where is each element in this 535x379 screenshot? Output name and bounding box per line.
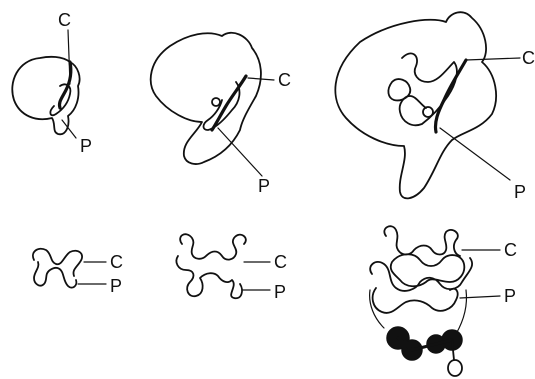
panel-bottom-small: C P [33, 249, 123, 296]
panel-bottom-large: C P [370, 226, 517, 376]
label-p: P [258, 176, 270, 196]
leader-c [466, 58, 520, 60]
chain-c-lower [370, 258, 472, 291]
leader-p [218, 128, 262, 176]
chain-c [212, 76, 246, 130]
panel-top-small: C P [12, 10, 92, 156]
chain-p-ring [391, 254, 465, 286]
chain-c [33, 249, 82, 276]
label-p: P [504, 286, 516, 306]
panel-top-medium: C P [151, 33, 291, 196]
label-c: C [504, 240, 517, 260]
residue-knot [212, 98, 220, 106]
chain-c [435, 60, 466, 132]
label-c: C [278, 70, 291, 90]
surface-outline [335, 12, 496, 198]
label-p: P [274, 282, 286, 302]
chain-p [176, 256, 242, 298]
chain-p [204, 82, 240, 130]
surface-outline [151, 33, 261, 164]
chain-c [180, 234, 246, 259]
label-p: P [514, 182, 526, 202]
panel-bottom-medium: C P [176, 234, 287, 302]
chain-p-fold [388, 79, 410, 100]
chain-c-upper [384, 226, 460, 256]
label-p: P [80, 136, 92, 156]
chain-p [34, 262, 76, 288]
label-c: C [110, 252, 123, 272]
leader-p [440, 128, 510, 180]
panel-top-large: C P [335, 12, 535, 202]
residue-knot [423, 107, 433, 117]
label-c: C [274, 252, 287, 272]
tail-end [448, 360, 462, 376]
label-p: P [110, 276, 122, 296]
label-c: C [58, 10, 71, 30]
label-c: C [522, 48, 535, 68]
chain-p-loop [373, 288, 458, 313]
